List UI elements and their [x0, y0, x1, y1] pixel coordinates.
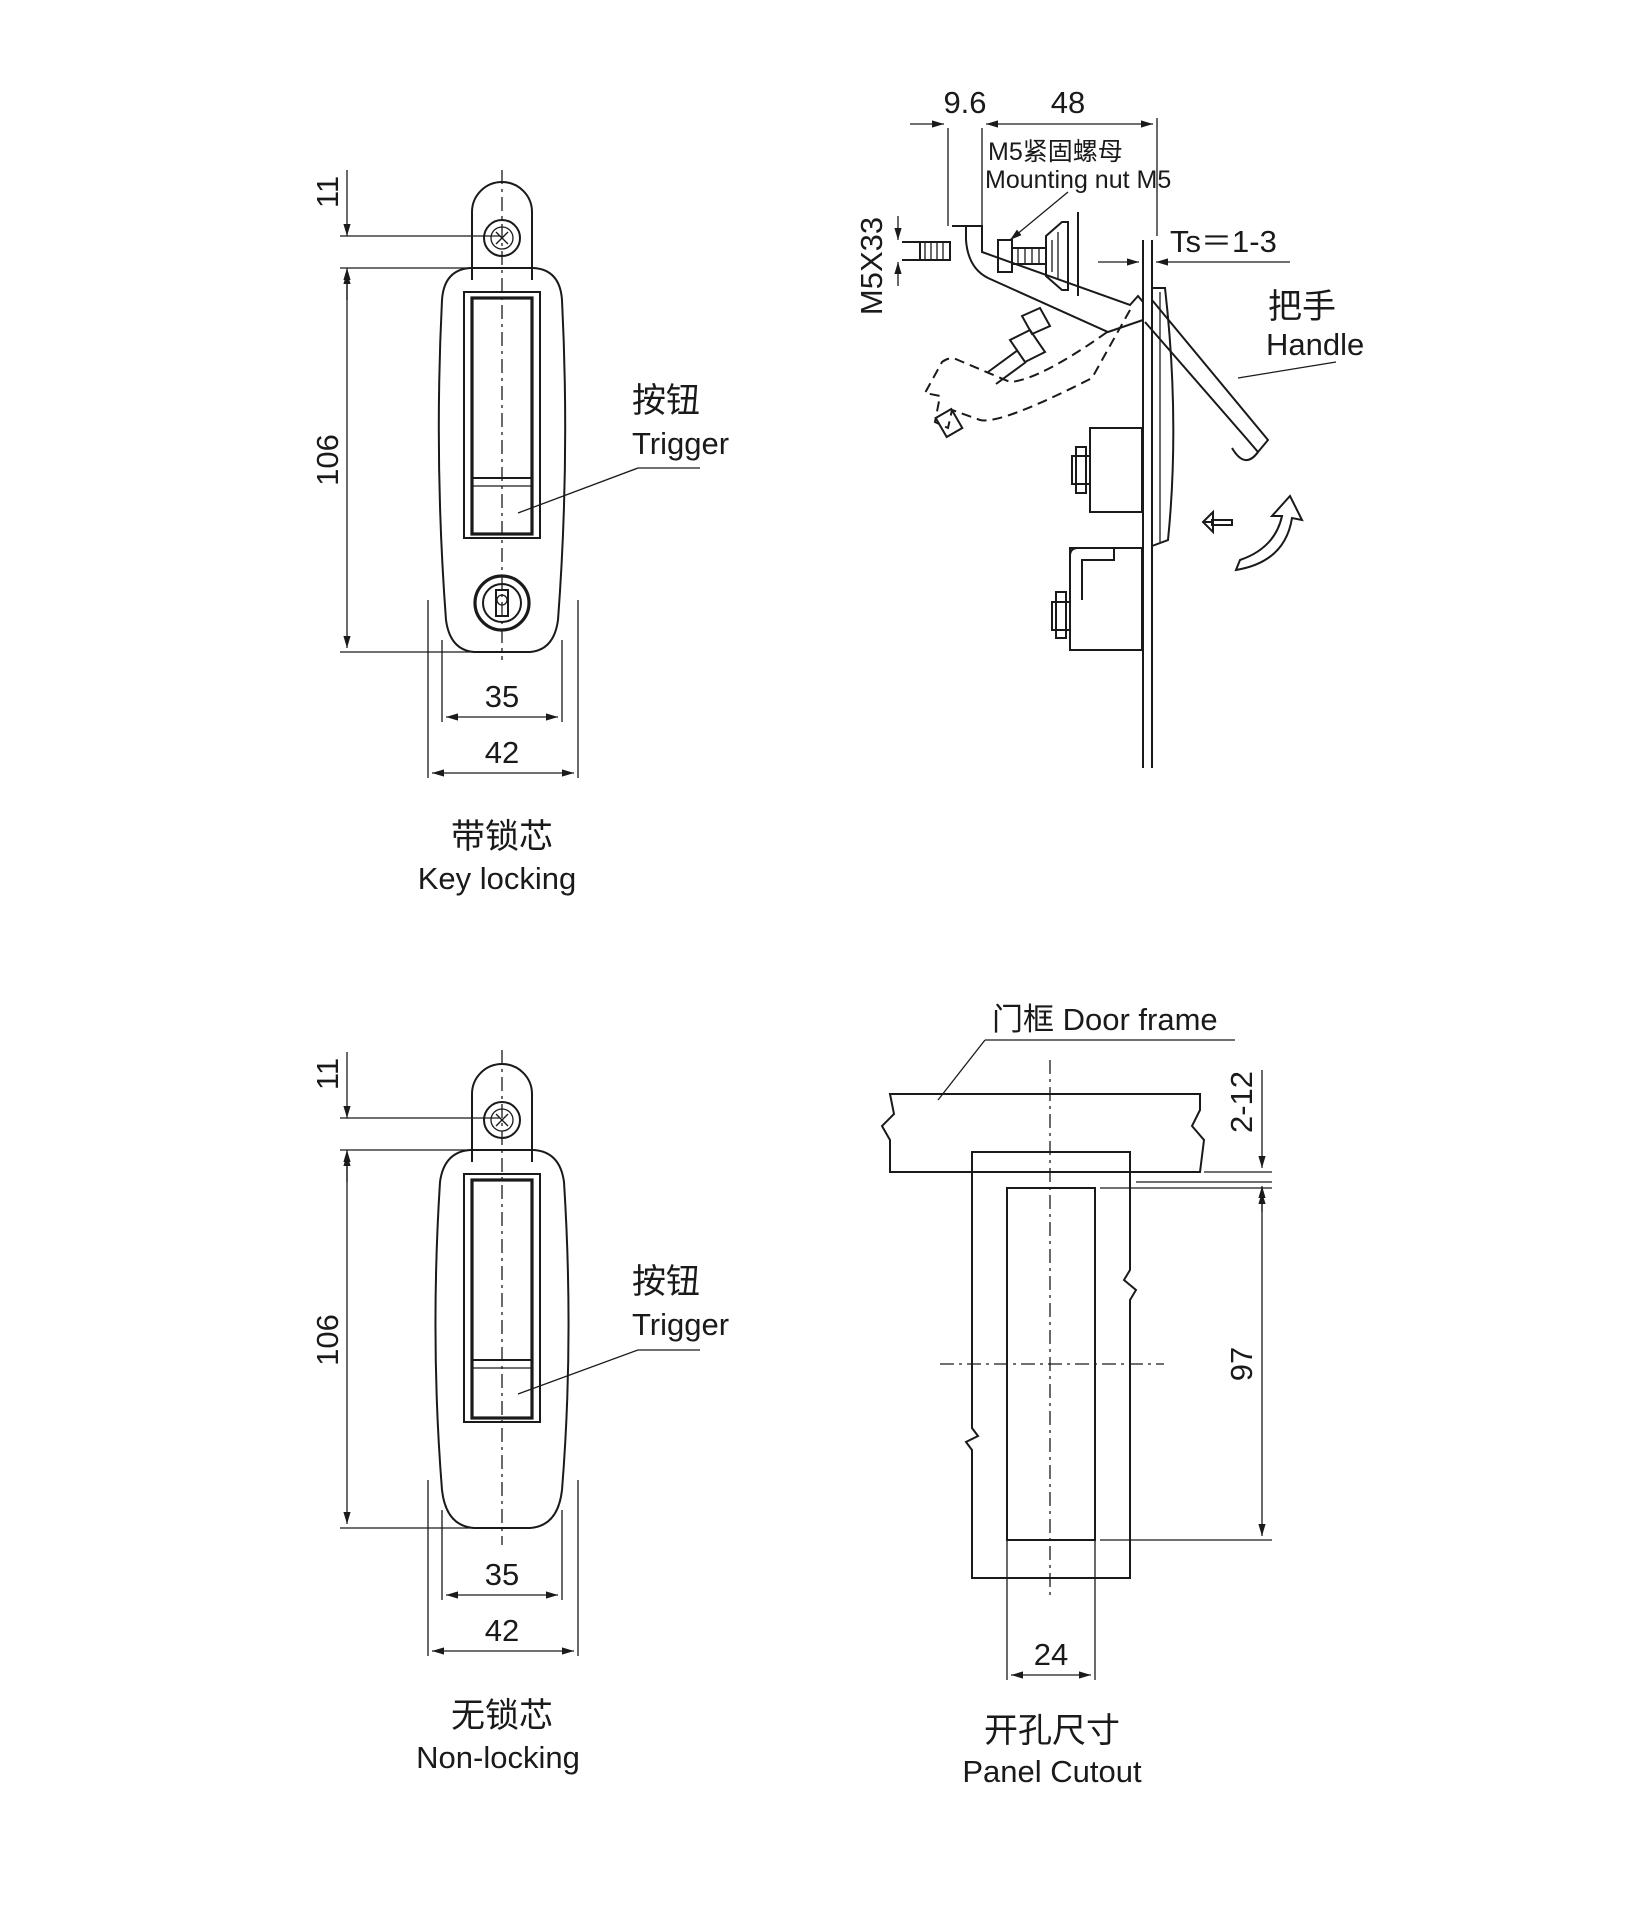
- trigger-label-en: Trigger: [632, 1307, 729, 1342]
- handle-leader: [1237, 361, 1337, 379]
- dim-offset: 9.6: [943, 85, 986, 120]
- trigger-label-en: Trigger: [632, 426, 729, 461]
- handle-label-en: Handle: [1266, 327, 1364, 362]
- housing-lower: [1069, 547, 1143, 651]
- dim-inner-width-key: 35: [485, 679, 519, 714]
- mounting-lug: [471, 1063, 533, 1162]
- panel-outline: [964, 1151, 1138, 1579]
- dim-height-nonlock: 106: [310, 1314, 345, 1366]
- dim-frame-gap: 2-12: [1224, 1071, 1259, 1133]
- rotate-arrow-icon: [1234, 494, 1304, 572]
- dim-inner-width-nonlock: 35: [485, 1557, 519, 1592]
- trigger-label-cn: 按钮: [632, 382, 700, 420]
- thumb-nut: [1045, 221, 1069, 291]
- cam-arm-open: [923, 309, 1131, 430]
- push-arrow-icon: [1204, 519, 1233, 526]
- dim-height-key: 106: [310, 434, 345, 486]
- trigger-leader: [517, 1349, 639, 1395]
- housing-upper: [1089, 427, 1143, 513]
- panel-cutout-view: 门框 Door frame 2-12 97 24 开孔尺寸 Panel Cuto…: [880, 1002, 1272, 1789]
- handle-recess: [463, 291, 541, 539]
- dim-top-nonlock: 11: [310, 1058, 345, 1090]
- side-view: 9.6 48 M5紧固螺母 Mounting nut M5 M5X33 Ts＝1…: [854, 85, 1364, 768]
- title-non-locking-en: Non-locking: [416, 1740, 580, 1775]
- nut-label-en: Mounting nut M5: [985, 166, 1171, 194]
- dim-top-key: 11: [310, 176, 345, 208]
- latch-body: [437, 267, 567, 653]
- handle-plate: [470, 1178, 534, 1420]
- dim-outer-width-nonlock: 42: [485, 1613, 519, 1648]
- latch-profile: [1151, 287, 1175, 547]
- trigger-label-cn: 按钮: [632, 1263, 700, 1301]
- dim-cutout-width: 24: [1034, 1637, 1068, 1672]
- screw-head-icon: [483, 219, 521, 257]
- title-non-locking-cn: 无锁芯: [451, 1697, 553, 1735]
- latch-body: [434, 1149, 570, 1529]
- key-locking-view: 按钮 Trigger 11 106 35 42 带锁芯 Key locking: [310, 170, 729, 896]
- panel-thickness: Ts＝1-3: [1170, 224, 1277, 259]
- title-panel-cutout-cn: 开孔尺寸: [984, 1712, 1120, 1750]
- handle-label-cn: 把手: [1268, 288, 1336, 326]
- trigger-leader: [517, 467, 639, 514]
- bolt: [919, 241, 951, 261]
- title-key-locking-en: Key locking: [418, 861, 577, 896]
- cam-arm: [952, 225, 1144, 334]
- dim-length: 48: [1051, 85, 1085, 120]
- title-key-locking-cn: 带锁芯: [451, 818, 553, 856]
- handle-plate: [470, 296, 534, 536]
- dim-cutout-height: 97: [1224, 1347, 1259, 1381]
- door-frame: [880, 1093, 1206, 1173]
- mounting-nut: [997, 239, 1013, 273]
- nut-label-cn: M5紧固螺母: [988, 138, 1123, 166]
- handle-recess: [463, 1173, 541, 1423]
- dim-outer-width-key: 42: [485, 735, 519, 770]
- key-cylinder-icon: [473, 574, 531, 632]
- mounting-lug: [471, 181, 533, 280]
- title-panel-cutout-en: Panel Cutout: [962, 1754, 1142, 1789]
- screw-head-icon: [483, 1101, 521, 1139]
- non-locking-view: 按钮 Trigger 11 106 35 42 无锁芯 Non-locking: [310, 1050, 729, 1775]
- bolt-size: M5X33: [854, 217, 889, 315]
- door-frame-label: 门框 Door frame: [992, 1002, 1218, 1037]
